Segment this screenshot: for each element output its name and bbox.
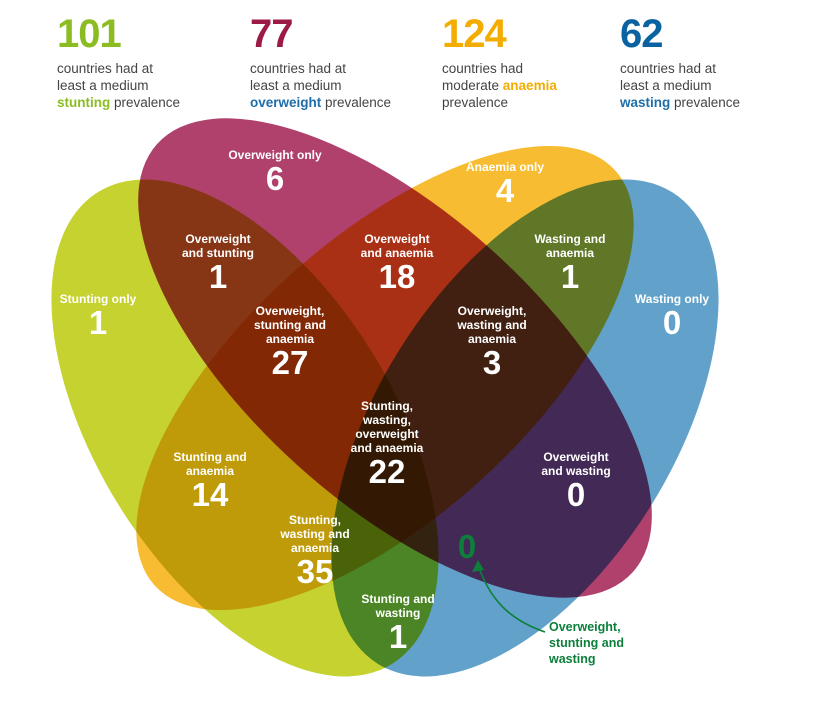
callout-label: Overweight, stunting and wasting — [549, 620, 624, 666]
region-label: Anaemia only — [465, 160, 545, 174]
stat-text: prevalence — [442, 95, 509, 110]
region-label: Stunting, wasting and anaemia — [280, 513, 350, 555]
stat-highlight: overweight — [250, 95, 322, 110]
region-label: Stunting, wasting, overweight and anaemi… — [350, 399, 424, 455]
stat-text: countries had at — [250, 61, 347, 76]
region-value: 1 — [208, 258, 228, 295]
region-value: 18 — [378, 258, 416, 295]
region-value: 1 — [560, 258, 580, 295]
stat-text: least a medium — [250, 78, 342, 93]
stat-number: 124 — [442, 12, 507, 56]
stat-highlight: anaemia — [502, 78, 557, 93]
region-label: Wasting only — [634, 292, 710, 306]
region-label: Stunting and wasting — [361, 592, 435, 620]
stat-text: countries had at — [620, 61, 717, 76]
stat-anaemia: 124 countries had moderate anaemia prevale… — [442, 12, 557, 111]
region-value: 0 — [566, 476, 586, 513]
stat-number: 77 — [250, 12, 294, 56]
region-value: 0 — [662, 304, 682, 341]
region-label: Overweight and wasting — [541, 450, 611, 478]
stat-text: prevalence — [670, 95, 741, 110]
region-value: 35 — [296, 553, 334, 590]
region-value: 4 — [495, 172, 515, 209]
stat-text: moderate — [442, 78, 503, 93]
set-anaemia — [136, 145, 634, 611]
stat-text: least a medium — [57, 78, 149, 93]
region-value: 14 — [191, 476, 229, 513]
stat-stunting: 101 countries had at least a medium stunti… — [57, 12, 180, 111]
region-9: Stunting, wasting, overweight and anaemi… — [351, 399, 424, 489]
stat-text: countries had at — [57, 61, 154, 76]
region-label: Overweight, stunting and anaemia — [254, 304, 326, 346]
stat-number: 62 — [620, 12, 664, 56]
region-label: Overweight and stunting — [182, 232, 254, 260]
stat-text: prevalence — [110, 95, 181, 110]
region-value: 1 — [88, 304, 108, 341]
region-label: Overweight, wasting and anaemia — [457, 304, 527, 346]
region-label: Wasting and anaemia — [534, 232, 606, 260]
callout-arrow — [477, 564, 546, 633]
stat-overweight: 77 countries had at least a medium overwei… — [250, 12, 391, 111]
region-label: Overweight only — [228, 148, 322, 162]
callout-value: 0 — [457, 528, 477, 565]
region-value: 6 — [265, 160, 285, 197]
region-label: Overweight and anaemia — [360, 232, 434, 260]
stat-number: 101 — [57, 12, 122, 56]
region-label: Stunting only — [59, 292, 137, 306]
region-label: Stunting and anaemia — [173, 450, 247, 478]
stat-text: prevalence — [321, 95, 392, 110]
region-value: 27 — [271, 344, 309, 381]
stat-text: countries had — [442, 61, 524, 76]
stat-text: least a medium — [620, 78, 712, 93]
stat-highlight: wasting — [620, 95, 671, 110]
region-value: 3 — [482, 344, 502, 381]
callout-arrowhead — [472, 560, 484, 572]
stat-wasting: 62 countries had at least a medium wasting… — [620, 12, 740, 111]
stat-highlight: stunting — [57, 95, 111, 110]
region-value: 1 — [388, 618, 408, 655]
region-value: 22 — [368, 453, 406, 490]
